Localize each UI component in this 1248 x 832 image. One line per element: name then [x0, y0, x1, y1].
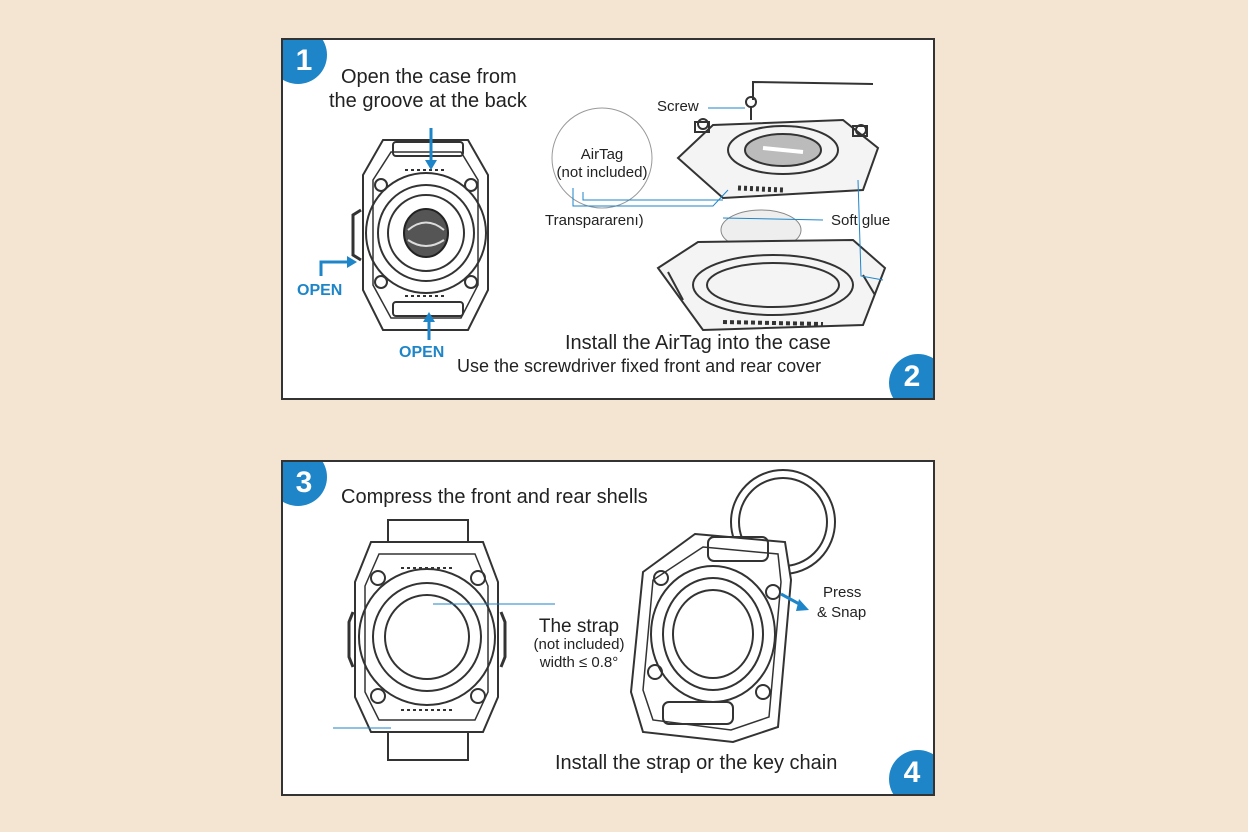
airtag-label-line1: AirTag — [580, 146, 624, 163]
open-arrows — [319, 128, 437, 340]
case-bottom-illustration — [656, 238, 887, 332]
snap-label: & Snap — [817, 604, 867, 621]
strap-title: The strap — [538, 616, 620, 637]
strap-width: width ≤ 0.8° — [539, 654, 619, 671]
case-top-cover-illustration — [676, 80, 880, 200]
instruction-panel-top: 1 Open the case from the groove at the b… — [281, 38, 935, 400]
strap-note: (not included) — [533, 636, 625, 653]
open-label-left: OPEN — [297, 282, 343, 299]
case-front-illustration — [351, 139, 489, 331]
airtag-outline — [551, 107, 653, 209]
step2-subtitle: Use the screwdriver fixed front and rear… — [457, 356, 822, 376]
case-with-keychain-illustration — [629, 469, 836, 744]
top-illustrations — [319, 80, 887, 340]
airtag-label-line2: (not included) — [556, 164, 648, 181]
leader-lines — [572, 107, 884, 281]
step2-title: Install the AirTag into the case — [565, 332, 831, 354]
step1-line1: Open the case from — [341, 66, 517, 88]
transparent-label: Transpararenı) — [545, 212, 644, 229]
step1-line2: the groove at the back — [329, 90, 527, 112]
strap-leader-lines — [333, 603, 555, 729]
bottom-illustrations — [333, 469, 836, 761]
open-label-bottom: OPEN — [399, 344, 445, 361]
step4-title: Install the strap or the key chain — [555, 752, 838, 774]
press-label: Press — [823, 584, 862, 601]
case-with-strap-illustration — [347, 519, 507, 761]
screw-label: Screw — [657, 98, 699, 115]
step3-title: Compress the front and rear shells — [341, 486, 648, 508]
press-arrow — [780, 592, 809, 611]
soft-glue-label: Soft glue — [831, 212, 891, 229]
instruction-panel-bottom: 3 Compress the front and rear shells The… — [281, 460, 935, 796]
